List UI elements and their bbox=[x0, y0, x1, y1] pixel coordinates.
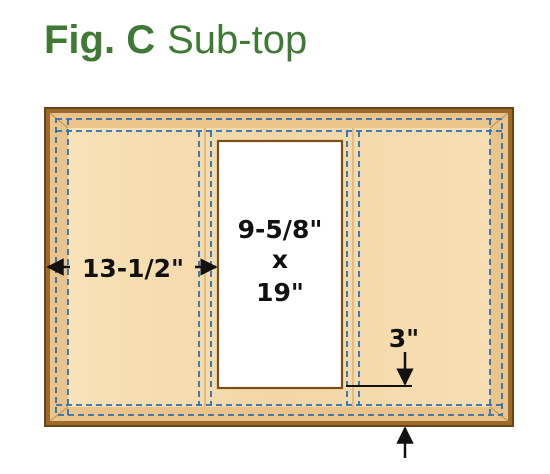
dashed-guides bbox=[55, 118, 503, 416]
width-dimension-label: 13-1/2" bbox=[82, 254, 184, 283]
corner-bevels bbox=[49, 112, 509, 422]
offset-dimension-label: 3" bbox=[389, 324, 419, 353]
opening-times-label: x bbox=[272, 245, 288, 274]
opening-height-label: 19" bbox=[256, 278, 304, 307]
opening-cutout bbox=[216, 139, 344, 390]
opening-width-label: 9-5/8" bbox=[238, 215, 323, 244]
figure-name: Sub-top bbox=[167, 18, 308, 62]
figure-number: Fig. C bbox=[44, 18, 156, 62]
